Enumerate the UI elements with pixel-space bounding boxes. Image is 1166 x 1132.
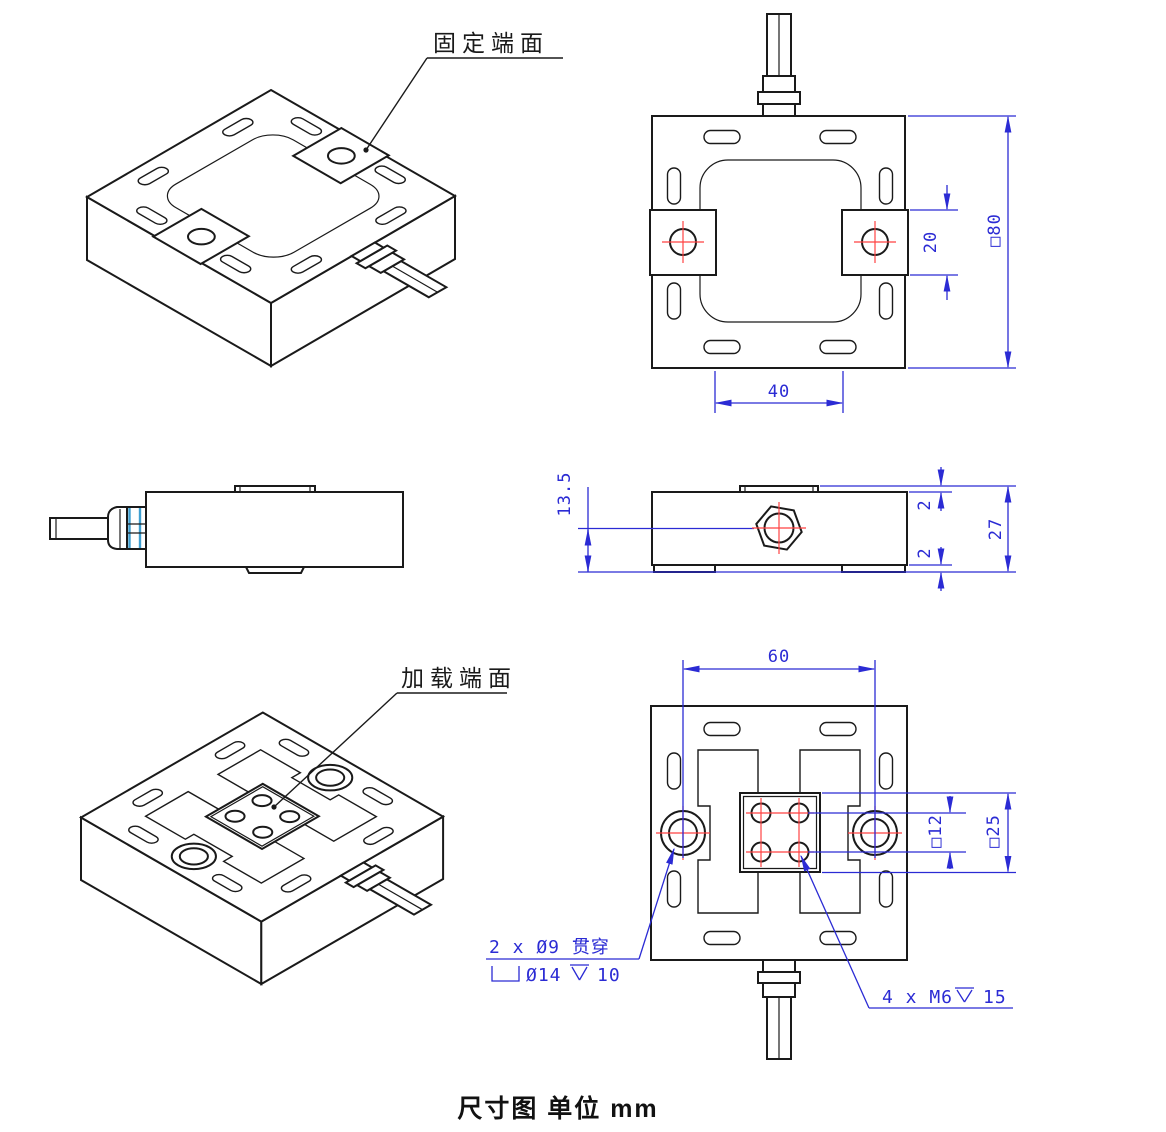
dim-overall-square: □80 (985, 213, 1005, 247)
dim-boss-height: 2 (915, 499, 935, 510)
dim-bottom-view: 60 □12 □25 (682, 647, 1016, 874)
dim-plate-square: □25 (984, 814, 1004, 848)
dim-plate-hole-square: □12 (926, 814, 946, 848)
depth-symbol-icon (955, 987, 974, 1003)
view-side (49, 485, 404, 574)
callout-counterbore-depth: 10 (597, 965, 621, 986)
cable (49, 517, 109, 540)
callout-tap-spec: 4 x M6 (882, 987, 953, 1008)
dim-center-height: 13.5 (555, 472, 575, 517)
view-side-dimensioned: 13.5 2 2 27 (555, 467, 1016, 591)
dim-hole-spacing: 60 (768, 647, 790, 667)
view-bottom: 60 □12 □25 2 x Ø9 贯穿 Ø14 10 (486, 647, 1016, 1060)
label-fixed-face: 固定端面 (433, 30, 549, 56)
label-loading-face: 加载端面 (401, 665, 517, 691)
leader-dot-icon (271, 804, 277, 810)
loading-face-callout: 加载端面 (271, 665, 517, 810)
callout-counterbore-dia: Ø14 (526, 965, 562, 986)
callout-tap-depth: 15 (983, 987, 1007, 1008)
view-top: □80 20 40 (649, 13, 1016, 413)
dim-top-view: □80 20 40 (714, 115, 1016, 413)
counterbore-symbol-icon (491, 966, 520, 982)
caption: 尺寸图 单位 mm (457, 1094, 658, 1123)
view-isometric-top: 固定端面 (85, 30, 563, 368)
dim-hole-offset: 20 (921, 231, 941, 253)
callout-through-holes-text: 2 x Ø9 贯穿 (489, 937, 610, 958)
dim-foot-height: 2 (915, 547, 935, 558)
centerline-marks (662, 221, 896, 263)
view-isometric-bottom: 加载端面 (79, 665, 517, 986)
callout-counterbore-holes: 2 x Ø9 贯穿 Ø14 10 (486, 847, 675, 986)
centerline-marks (752, 502, 806, 554)
depth-symbol-icon (570, 964, 589, 981)
dim-side-view: 13.5 2 2 27 (555, 467, 1016, 591)
dim-overall-height: 27 (986, 518, 1006, 540)
leader-dot-icon (363, 147, 369, 153)
dim-tab-gap: 40 (768, 382, 790, 402)
fixed-face-callout: 固定端面 (363, 30, 563, 153)
callout-tapped-holes: 4 x M6 15 (800, 854, 1013, 1009)
